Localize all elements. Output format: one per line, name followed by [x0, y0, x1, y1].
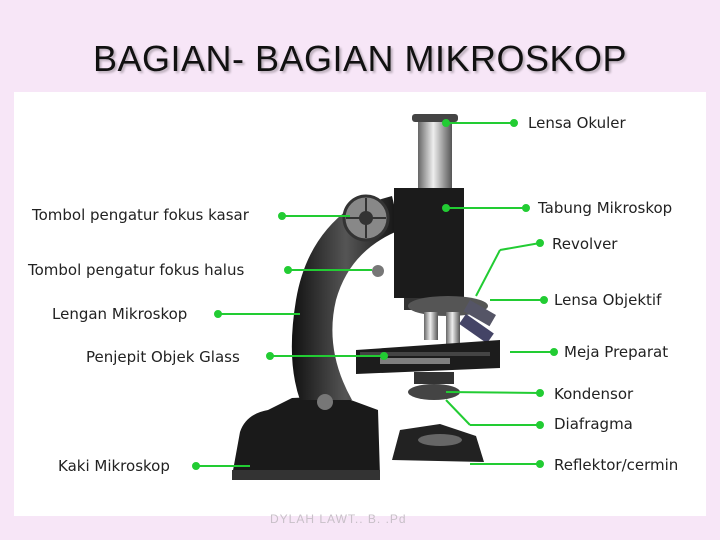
- footer-credit: DYLAH LAWT.. B. .Pd: [270, 512, 407, 526]
- label-tombol-halus: Tombol pengatur fokus halus: [28, 261, 244, 279]
- label-kaki: Kaki Mikroskop: [58, 457, 170, 475]
- label-lengan: Lengan Mikroskop: [52, 305, 187, 323]
- label-revolver: Revolver: [552, 235, 617, 253]
- label-penjepit: Penjepit Objek Glass: [86, 348, 240, 366]
- label-diafragma: Diafragma: [554, 415, 633, 433]
- label-lensa-objektif: Lensa Objektif: [554, 291, 661, 309]
- label-lensa-okuler: Lensa Okuler: [528, 114, 626, 132]
- label-meja: Meja Preparat: [564, 343, 668, 361]
- label-tabung: Tabung Mikroskop: [538, 199, 672, 217]
- label-reflektor: Reflektor/cermin: [554, 456, 678, 474]
- label-tombol-kasar: Tombol pengatur fokus kasar: [32, 206, 249, 224]
- label-kondensor: Kondensor: [554, 385, 633, 403]
